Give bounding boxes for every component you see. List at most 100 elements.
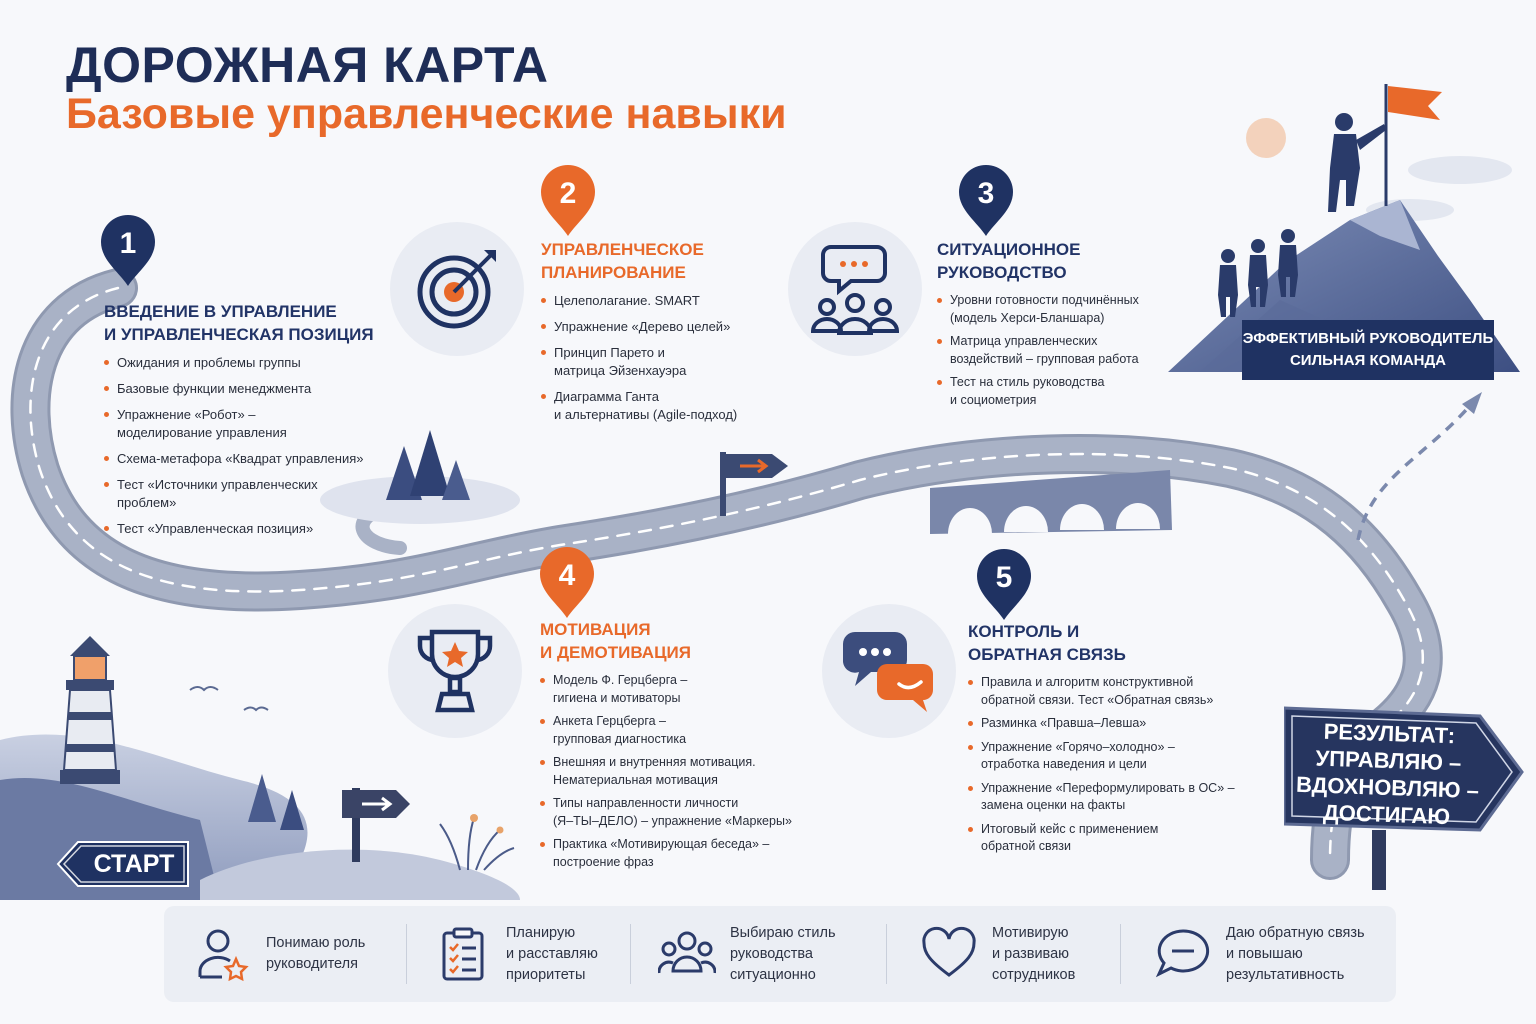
item-line: построение фраз — [553, 854, 654, 869]
title-line: ВВЕДЕНИЕ В УПРАВЛЕНИЕ — [104, 302, 337, 321]
stage-2-title: УПРАВЛЕНЧЕСКОЕ ПЛАНИРОВАНИЕ — [541, 238, 791, 284]
sun — [1246, 118, 1286, 158]
outcome-line: и развиваю — [992, 945, 1070, 962]
title-line: РУКОВОДСТВО — [937, 263, 1067, 282]
stage-3-title: СИТУАЦИОННОЕ РУКОВОДСТВО — [937, 238, 1167, 284]
item-line: Разминка «Правша–Левша» — [981, 716, 1147, 730]
item-line: Уровни готовности подчинённых — [950, 293, 1139, 307]
item-line: и альтернативы (Agile-подход) — [554, 407, 738, 422]
item-line: Упражнение «Робот» – — [117, 407, 256, 422]
feedback-bubbles-icon — [842, 632, 933, 712]
item-line: Модель Ф. Герцберга – — [553, 673, 688, 687]
outcome-line: Даю обратную связь — [1226, 924, 1365, 941]
item-line: проблем» — [117, 495, 177, 510]
group-icon — [658, 931, 716, 974]
divider — [406, 924, 407, 984]
list-item: Тест «Источники управленческих проблем» — [104, 476, 404, 512]
stage-4-icon-circle — [388, 604, 522, 738]
item-line: Внешняя и внутренняя мотивация. — [553, 755, 756, 769]
list-item: Модель Ф. Герцберга –гигиена и мотиватор… — [540, 672, 840, 707]
item-line: обратной связи. Тест «Обратная связь» — [981, 692, 1214, 707]
item-line: Диаграмма Ганта — [554, 389, 659, 404]
page-title: ДОРОЖНАЯ КАРТА — [66, 37, 549, 93]
item-line: Упражнение «Переформулировать в ОС» – — [981, 780, 1235, 795]
stage-number: 4 — [559, 559, 576, 592]
stage-5-pin: 5 — [975, 548, 1033, 622]
dashed-arrow-head — [1462, 392, 1482, 414]
stage-1-block: ВВЕДЕНИЕ В УПРАВЛЕНИЕ И УПРАВЛЕНЧЕСКАЯ П… — [104, 300, 404, 546]
title-line: И ДЕМОТИВАЦИЯ — [540, 643, 691, 662]
title-line: И УПРАВЛЕНЧЕСКАЯ ПОЗИЦИЯ — [104, 325, 374, 344]
signpost-arrow — [720, 452, 788, 516]
start-sign: СТАРТ — [56, 840, 190, 888]
list-item: Тест на стиль руководства и социометрия — [937, 374, 1167, 409]
item-line: Целеполагание. SMART — [554, 293, 700, 308]
title-line: МОТИВАЦИЯ — [540, 620, 651, 639]
heart-icon — [922, 926, 976, 977]
start-label: СТАРТ — [93, 849, 175, 878]
list-item: Упражнение «Робот» –моделирование управл… — [104, 406, 404, 442]
item-line: отработка наведения и цели — [981, 757, 1147, 771]
list-item: Тест «Управленческая позиция» — [104, 520, 404, 538]
title-line: ПЛАНИРОВАНИЕ — [541, 263, 686, 282]
list-item: Практика «Мотивирующая беседа» – построен… — [540, 836, 840, 871]
item-line: Правила и алгоритм конструктивной — [981, 675, 1194, 689]
item-line: Базовые функции менеджмента — [117, 381, 312, 396]
dashed-arrow-to-summit — [1356, 408, 1468, 541]
list-item: Ожидания и проблемы группы — [104, 354, 404, 372]
stage-2-pin: 2 — [539, 164, 597, 238]
outcome-line: приоритеты — [506, 966, 586, 983]
banner-line: ЭФФЕКТИВНЫЙ РУКОВОДИТЕЛЬ — [1242, 330, 1494, 347]
stage-5-list: Правила и алгоритм конструктивной обратно… — [968, 674, 1268, 856]
leader-with-flag — [1328, 84, 1442, 212]
trophy-icon — [417, 629, 493, 713]
stage-3-list: Уровни готовности подчинённых (модель Хер… — [937, 292, 1167, 409]
outcome-line: сотрудников — [992, 966, 1076, 983]
speech-bubble-icon — [1155, 929, 1210, 978]
stage-1-title: ВВЕДЕНИЕ В УПРАВЛЕНИЕ И УПРАВЛЕНЧЕСКАЯ П… — [104, 300, 404, 346]
result-text: РЕЗУЛЬТАТ: УПРАВЛЯЮ – ВДОХНОВЛЯЮ – ДОСТИ… — [1286, 717, 1490, 832]
outcome-line: Планирую — [506, 924, 576, 941]
list-item: Базовые функции менеджмента — [104, 380, 404, 398]
list-item: Внешняя и внутренняя мотивация.Нематериа… — [540, 754, 840, 789]
list-item: Уровни готовности подчинённых (модель Хер… — [937, 292, 1167, 327]
grass-flowers — [439, 814, 515, 871]
item-line: (модель Херси-Бланшара) — [950, 310, 1105, 325]
list-item: Целеполагание. SMART — [541, 292, 791, 310]
person-star-icon — [198, 929, 249, 982]
divider — [1120, 924, 1121, 984]
outcome-line: Мотивирую — [992, 924, 1069, 941]
stage-number: 2 — [560, 177, 577, 210]
outcome-item: Понимаю роль руководителя — [194, 906, 365, 1002]
list-item: Упражнение «Дерево целей» — [541, 318, 791, 336]
item-line: Матрица управленческих — [950, 334, 1098, 348]
outcome-text: Мотивирую и развиваю сотрудников — [992, 923, 1075, 986]
stage-1-list: Ожидания и проблемы группы Базовые функц… — [104, 354, 404, 538]
outcome-item: Даю обратную связь и повышаю результатив… — [1154, 906, 1365, 1002]
cloud — [1408, 156, 1512, 184]
item-line: Итоговый кейс с применением — [981, 821, 1159, 836]
item-line: и социометрия — [950, 392, 1037, 407]
item-line: Упражнение «Горячо–холодно» – — [981, 739, 1175, 754]
bird — [243, 706, 269, 712]
divider — [886, 924, 887, 984]
result-sign-post — [1372, 830, 1386, 890]
outcome-item: Мотивирую и развиваю сотрудников — [920, 906, 1075, 1002]
bird — [189, 686, 219, 692]
list-item: Матрица управленческих воздействий – груп… — [937, 333, 1167, 368]
stage-3-icon-circle — [788, 222, 922, 356]
item-line: Практика «Мотивирующая беседа» – — [553, 837, 770, 851]
outcomes-bar: Понимаю роль руководителя Планирую и рас… — [164, 906, 1396, 1002]
item-line: воздействий – групповая работа — [950, 351, 1139, 366]
item-line: Тест «Управленческая позиция» — [117, 521, 314, 536]
outcome-line: результативность — [1226, 966, 1345, 983]
item-line: Тест «Источники управленческих — [117, 477, 318, 492]
stage-number: 1 — [120, 227, 137, 260]
result-sign: РЕЗУЛЬТАТ: УПРАВЛЯЮ – ВДОХНОВЛЯЮ – ДОСТИ… — [1284, 706, 1524, 838]
lighthouse — [60, 636, 120, 784]
item-line: Тест на стиль руководства — [950, 375, 1105, 389]
item-line: групповая диагностика — [553, 731, 687, 746]
title-line: КОНТРОЛЬ И — [968, 622, 1080, 641]
outcome-line: и расставляю — [506, 945, 598, 962]
